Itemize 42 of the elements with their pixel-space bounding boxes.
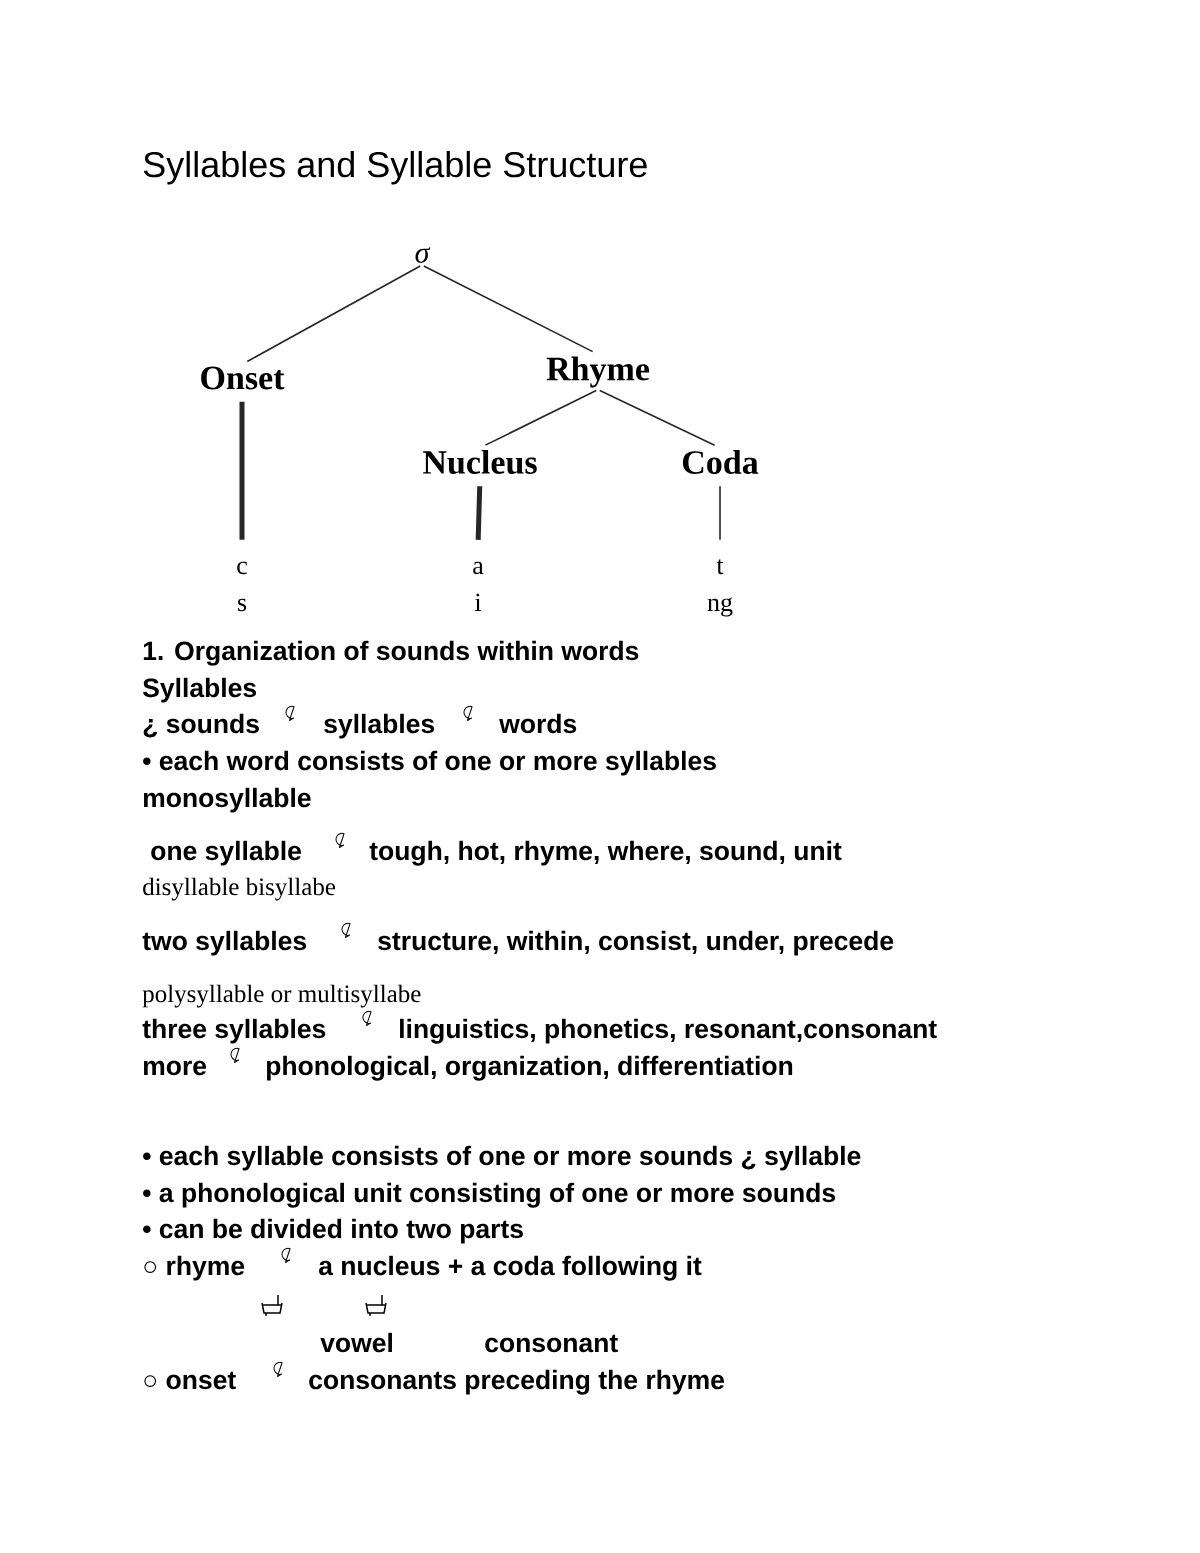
text-line: phonological, organization, differentiation — [266, 1055, 793, 1081]
text-line: ○ rhyme — [144, 1255, 245, 1281]
text-line: two syllables — [142, 930, 307, 956]
text-line: • a phonological unit consisting of one or more sounds — [143, 1182, 836, 1208]
text-line: polysyllable or multisyllabe — [142, 984, 421, 1008]
text-line: • can be divided into two parts — [143, 1218, 523, 1244]
text-line: syllables — [324, 713, 435, 739]
tree-line — [423, 265, 594, 353]
text-line: consonant — [485, 1334, 618, 1353]
text-line: consonants preceding the rhyme — [309, 1369, 724, 1395]
tree-line — [484, 389, 597, 446]
tree-line — [719, 485, 721, 541]
text-line: Syllables — [142, 677, 257, 703]
tree-node-label: Coda — [682, 450, 759, 474]
text-line: words — [499, 713, 577, 734]
text-line: disyllable bisyllabe — [143, 877, 336, 901]
text-line: • each word consists of one or more syllables — [143, 750, 716, 776]
tree-node-label: σ — [415, 247, 431, 263]
tree-node-label: Nucleus — [423, 450, 537, 474]
leaf-text: t ng — [707, 559, 733, 617]
tree-line — [246, 265, 422, 363]
tree-node-label: Rhyme — [546, 356, 650, 388]
text-line: ○ onset — [144, 1371, 236, 1390]
text-line: ¿ sounds — [143, 713, 259, 738]
tree-node-label: Onset — [201, 366, 285, 390]
text-line: structure, within, consist, under, precede — [378, 930, 894, 956]
text-line: more — [143, 1060, 207, 1076]
tree-line — [599, 389, 716, 447]
text-line: vowel — [320, 1332, 392, 1353]
leaf-text: c s — [237, 561, 247, 612]
text-line: tough, hot, rhyme, where, sound, unit — [369, 840, 842, 866]
text-line: three syllables — [142, 1018, 326, 1044]
leaf-text: a i — [473, 561, 484, 611]
text-line: 1. Organization of sounds within words — [143, 640, 639, 666]
text-line: one syllable — [151, 840, 301, 866]
text-line: • each syllable consists of one or more sounds ¿ syllable — [143, 1145, 861, 1171]
tree-line — [239, 401, 245, 540]
text-line: a nucleus + a coda following it — [319, 1255, 702, 1281]
text-line: monosyllable — [143, 787, 311, 813]
tree-line — [475, 486, 483, 540]
text-line: linguistics, phonetics, resonant,consonant — [400, 1018, 937, 1044]
title: Syllables and Syllable Structure — [143, 150, 647, 185]
